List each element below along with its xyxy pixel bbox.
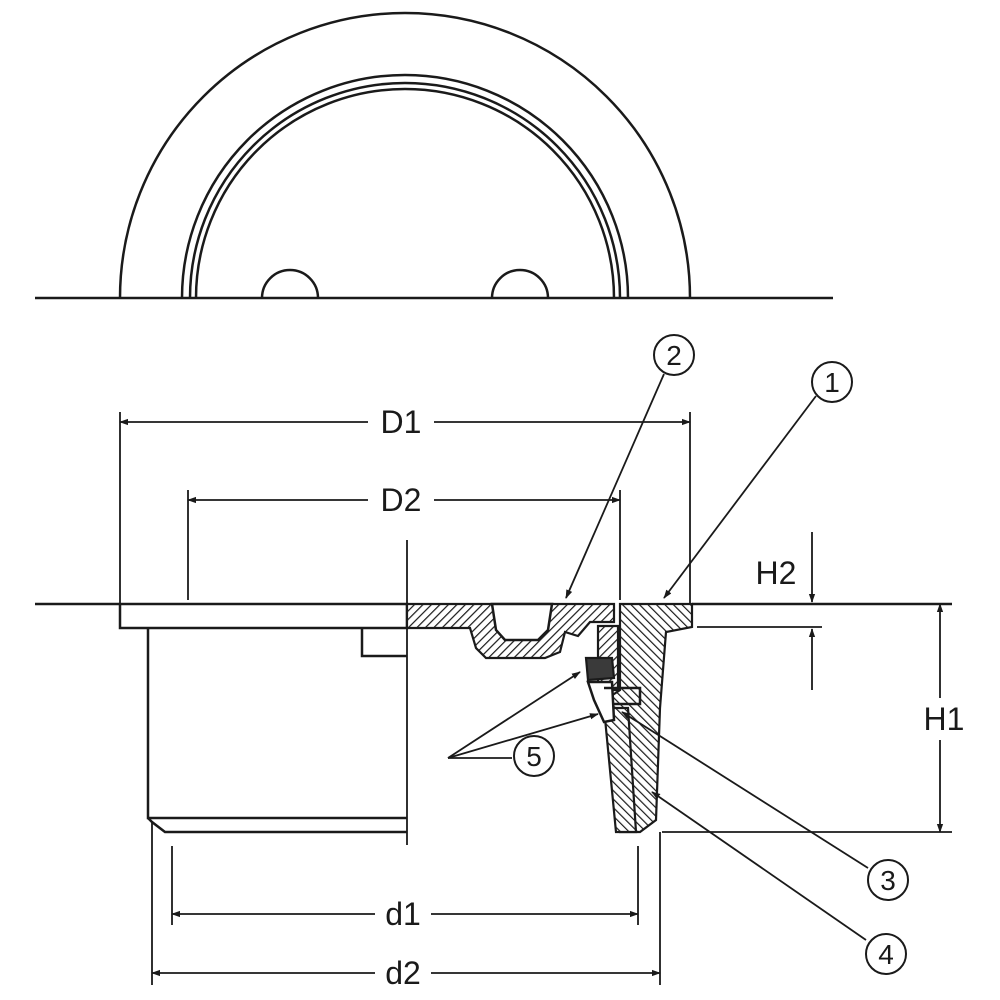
balloon-1-label: 1: [824, 367, 840, 398]
dimensions: D1 D2 H2 H1 d1 d2: [119, 400, 965, 993]
leader-5-a: [447, 671, 581, 759]
balloon-5-label: 5: [526, 741, 542, 772]
leader-3: [621, 711, 869, 869]
seal-ring-section: [586, 680, 616, 724]
gasket-section: [584, 656, 616, 682]
dim-D2-label: D2: [381, 482, 422, 518]
rim-flange-left: [118, 602, 409, 630]
leader-1: [663, 395, 817, 599]
dim-H1-label: H1: [924, 701, 965, 737]
section-view: [35, 540, 952, 845]
balloon-2-label: 2: [666, 340, 682, 371]
dim-H2-label: H2: [756, 555, 797, 591]
balloon-4: [865, 933, 907, 975]
balloon-5: [513, 735, 555, 777]
body-wall-section: [602, 706, 638, 834]
balloon-1: [811, 361, 853, 403]
seal-ring-detail: [604, 686, 642, 706]
top-view-outer-arc: [118, 11, 692, 299]
base-chamfer: [147, 817, 407, 834]
leader-2: [565, 373, 665, 599]
top-view-hole-left: [260, 268, 320, 299]
balloon-2: [653, 334, 695, 376]
dim-d2-label: d2: [385, 955, 421, 991]
top-view: [35, 11, 833, 300]
top-view-inner-arc-mid: [188, 81, 622, 299]
dim-D1-label: D1: [381, 404, 422, 440]
leader-4: [651, 791, 867, 941]
small-tab: [360, 628, 407, 658]
leader-5-b: [447, 713, 599, 759]
grating-trough-void: [490, 602, 554, 642]
balloon-3-label: 3: [880, 865, 896, 896]
top-view-inner-arc-inner: [194, 87, 616, 299]
balloon-4-label: 4: [878, 939, 894, 970]
callouts: 2 1 5 3 4: [447, 334, 909, 975]
balloon-3: [867, 859, 909, 901]
top-view-hole-right: [490, 268, 550, 299]
top-view-inner-arc-outer: [180, 73, 630, 299]
dim-d1-label: d1: [385, 896, 421, 932]
